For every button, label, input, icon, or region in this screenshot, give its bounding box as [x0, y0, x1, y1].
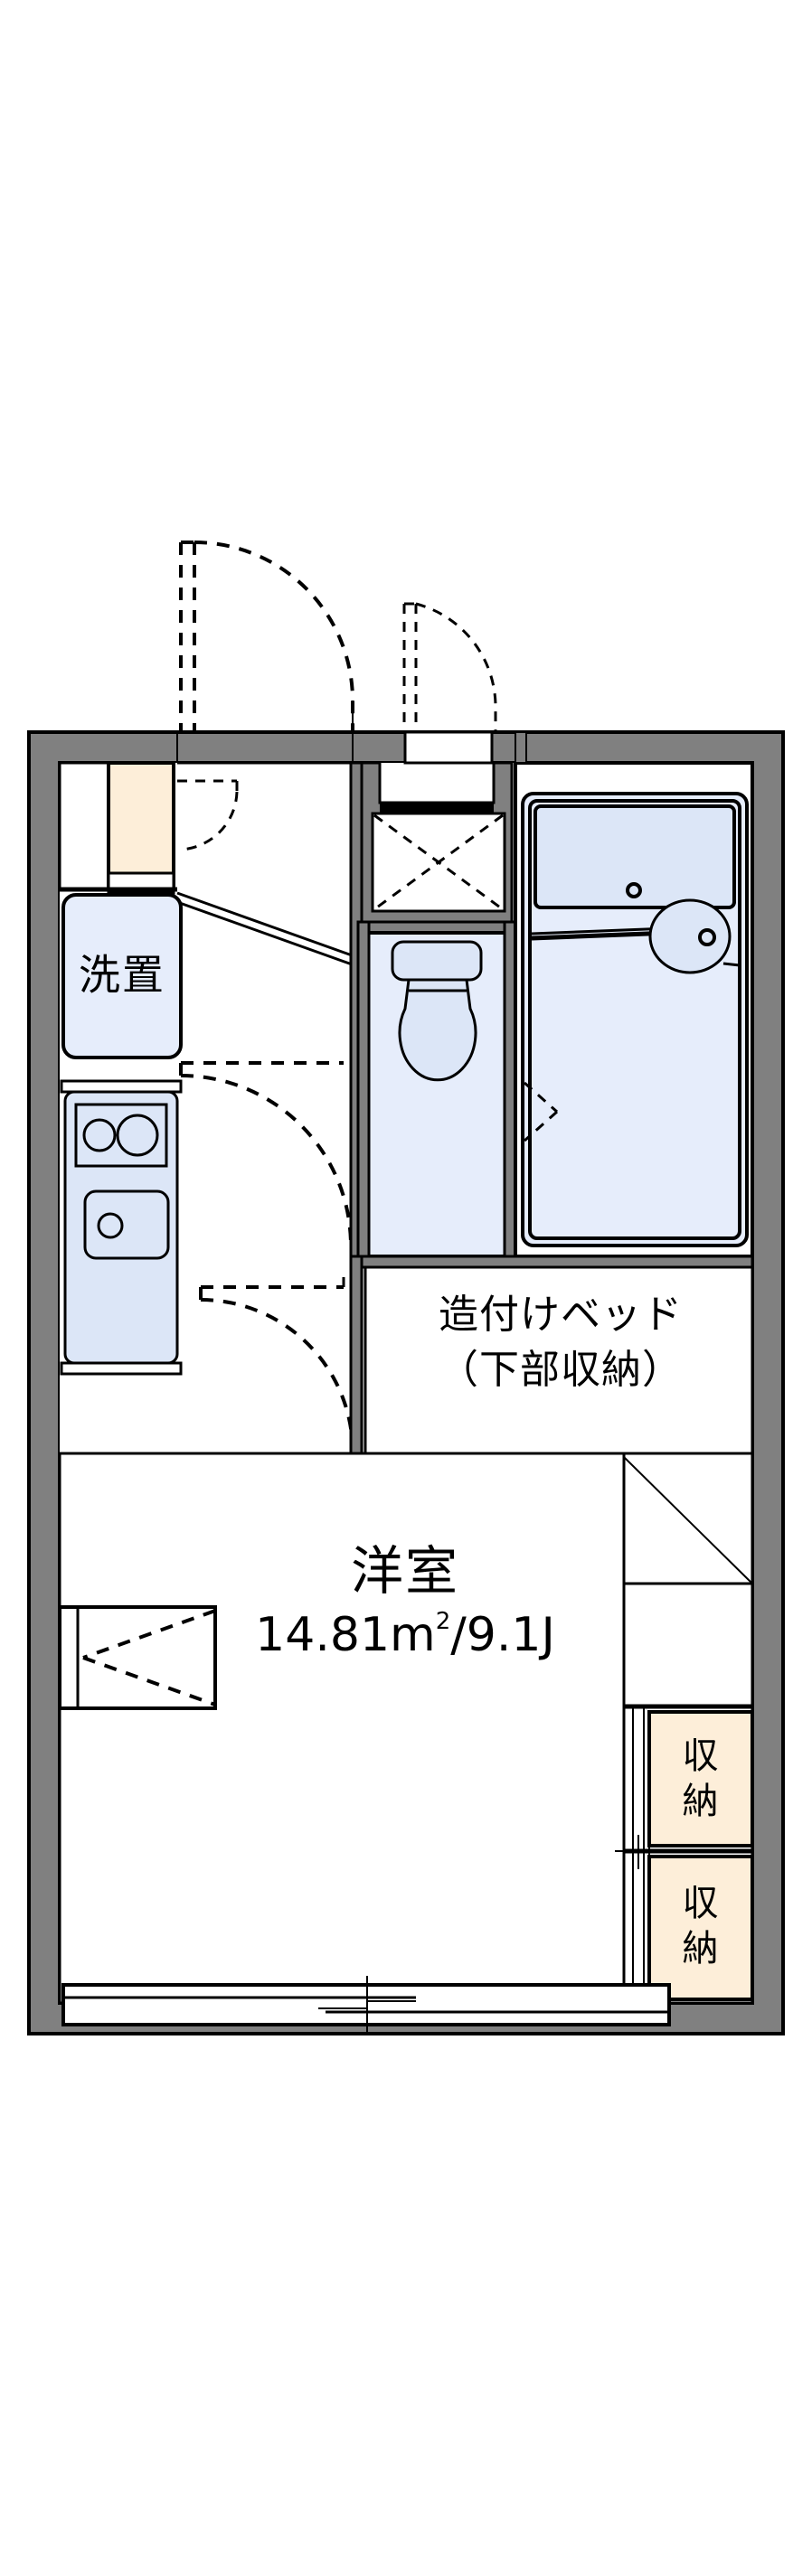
round-washbasin	[648, 898, 732, 974]
entrance-door-swing	[179, 541, 354, 741]
toilet-room-left-wall	[356, 920, 371, 1258]
kitchen-sink	[83, 1189, 170, 1260]
washbasin-drain-icon	[698, 928, 716, 946]
toilet-door-swing	[402, 602, 497, 734]
toilet-bowl	[398, 978, 477, 1082]
washer-place-label: 洗置	[79, 951, 165, 1000]
bathtub	[533, 804, 736, 909]
washing-machine-space	[61, 893, 183, 1059]
bed-zone-top-wall	[356, 1255, 754, 1269]
kitchen-counter-top-edge	[60, 1079, 183, 1094]
area-value: 14.81m	[255, 1608, 436, 1662]
built-in-bed-label-line2: （下部収納）	[439, 1347, 683, 1393]
built-in-bed-label-line1: 造付けベッド	[439, 1292, 683, 1338]
bath-wall-jog	[515, 731, 527, 764]
area-superscript: 2	[436, 1608, 451, 1635]
hallway-door-swing	[179, 1061, 353, 1246]
bathroom-folding-door	[524, 1081, 558, 1142]
closet-lower-label-line2: 納	[683, 1928, 720, 1970]
area-suffix: /9.1J	[450, 1608, 555, 1662]
closet-rail	[615, 1704, 752, 1999]
toilet-tank	[391, 940, 483, 982]
stove-burner-small-icon	[82, 1118, 117, 1152]
alcove-sill	[380, 803, 494, 813]
built-in-bed-area	[364, 1265, 754, 1455]
overhead-shelf	[622, 1452, 754, 2003]
bed-zone-left-wall	[349, 1255, 364, 1455]
room-entry-door-swing	[199, 1276, 356, 1453]
sink-drain-icon	[97, 1212, 124, 1239]
bathtub-drain-icon	[626, 882, 642, 898]
closet-upper-label-line1: 収	[683, 1735, 720, 1777]
balcony-sliding-window	[61, 1976, 671, 2034]
closet-lower	[647, 1855, 754, 2001]
closet-upper	[647, 1710, 754, 1847]
shoe-box-door-swing	[177, 779, 239, 851]
closet-lower-label-line1: 収	[683, 1883, 720, 1924]
shoe-cabinet	[107, 761, 175, 891]
kitchen-counter-bottom-edge	[60, 1361, 183, 1376]
main-room-name: 洋室	[351, 1540, 459, 1602]
side-window	[58, 1605, 217, 1710]
entrance-opening	[403, 730, 494, 765]
main-room-area: 14.81m2/9.1J	[255, 1608, 555, 1663]
stove-burner-large-icon	[116, 1114, 159, 1157]
closet-upper-label-line2: 納	[683, 1781, 720, 1822]
